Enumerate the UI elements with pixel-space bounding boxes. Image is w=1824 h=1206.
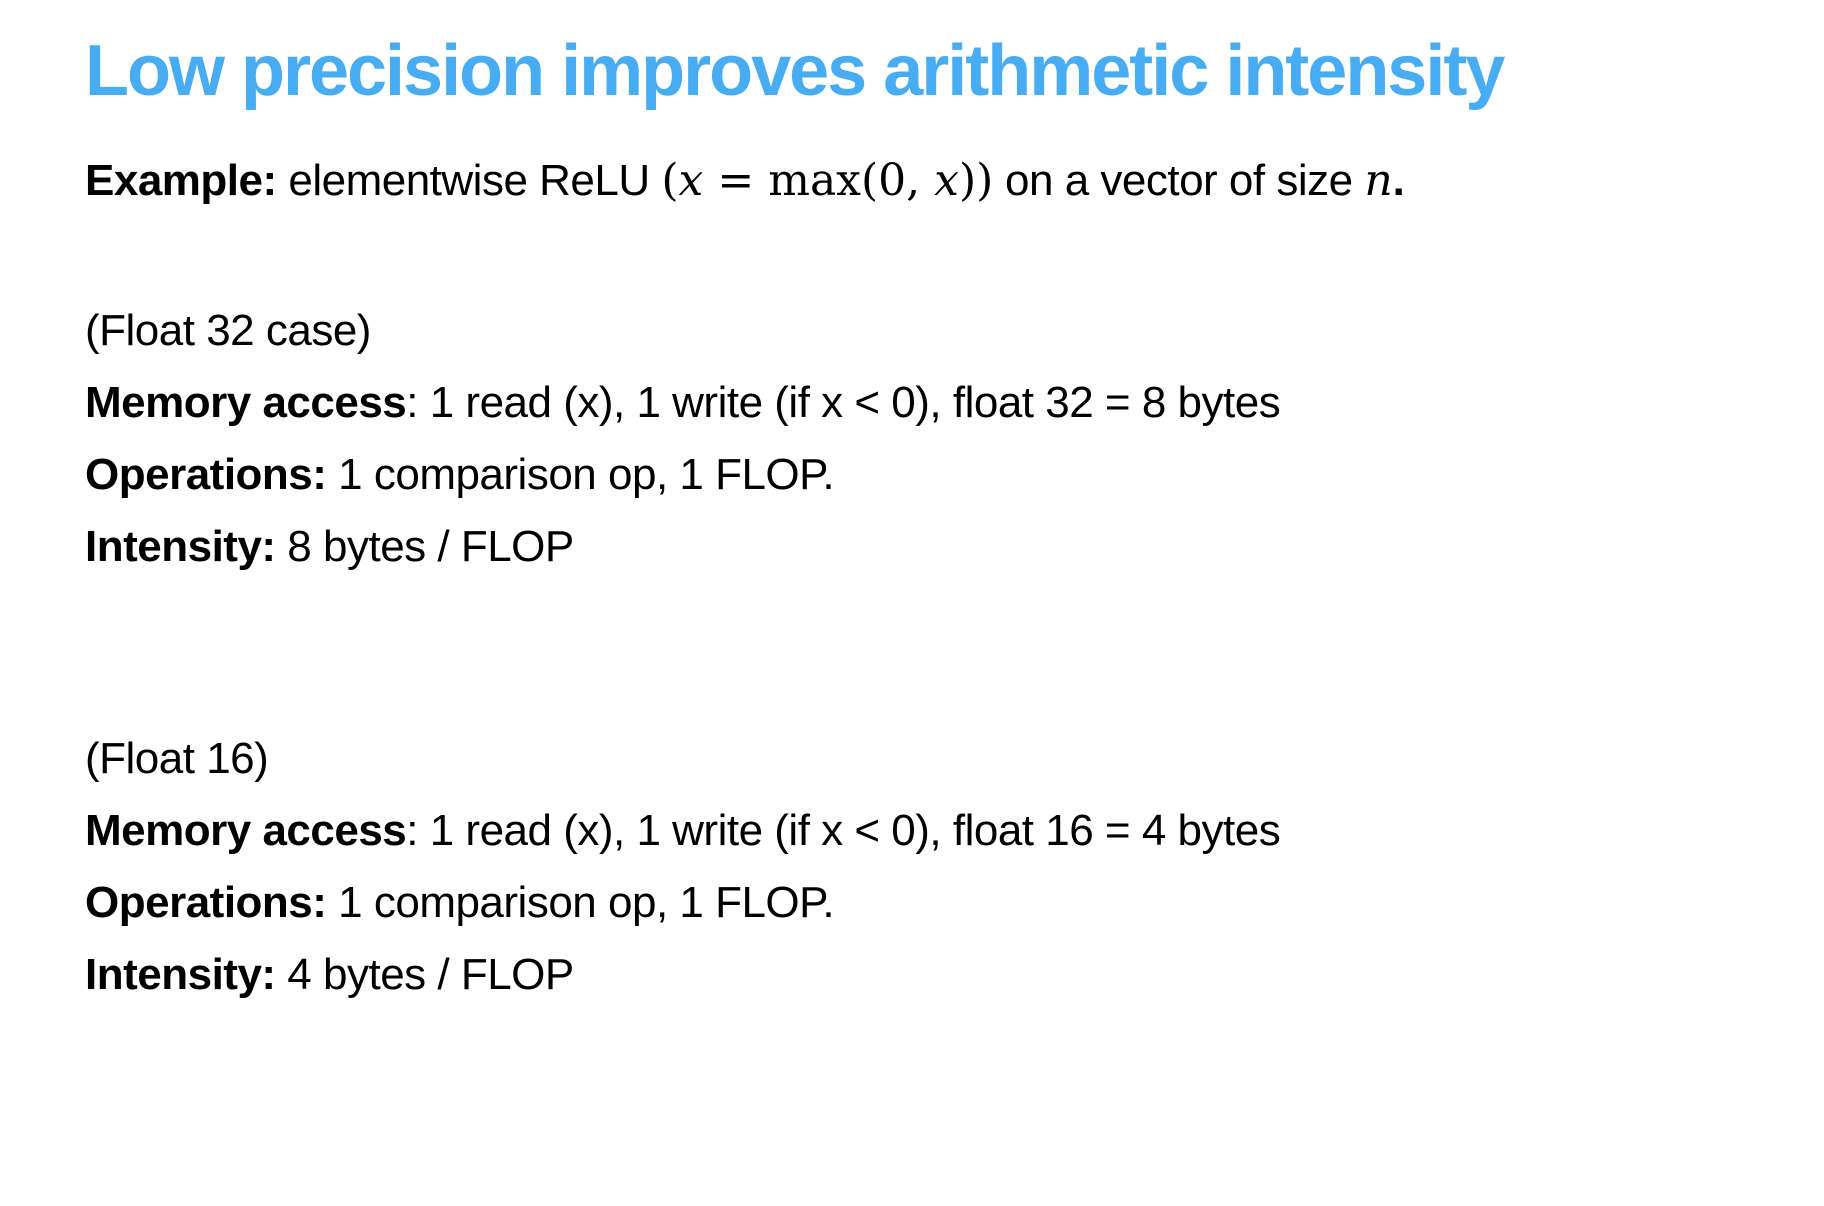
memory-access-text: : 1 read (x), 1 write (if x < 0), float … — [406, 805, 1281, 855]
float16-block: (Float 16) Memory access: 1 read (x), 1 … — [85, 723, 1744, 1011]
math-open-paren: ( — [661, 154, 679, 206]
memory-access-label: Memory access — [85, 805, 407, 855]
memory-access-label: Memory access — [85, 377, 407, 427]
operations-label: Operations: — [85, 877, 327, 927]
math-var-x: x — [678, 154, 704, 206]
math-expression: (x = max(0, x)) — [661, 155, 993, 206]
math-max-call: max(0, — [768, 154, 935, 206]
float32-memory-access-line: Memory access: 1 read (x), 1 write (if x… — [85, 367, 1744, 439]
intensity-label: Intensity: — [85, 949, 276, 999]
float16-memory-access-line: Memory access: 1 read (x), 1 write (if x… — [85, 795, 1744, 867]
memory-access-text: : 1 read (x), 1 write (if x < 0), float … — [406, 377, 1281, 427]
float16-heading: (Float 16) — [85, 733, 269, 783]
intensity-text: 8 bytes / FLOP — [275, 521, 574, 571]
math-close-parens: )) — [958, 154, 994, 206]
example-text-2: on a vector of size — [993, 155, 1365, 205]
example-line: Example: elementwise ReLU (x = max(0, x)… — [85, 151, 1744, 211]
float32-block: (Float 32 case) Memory access: 1 read (x… — [85, 295, 1744, 583]
math-var-n: n — [1364, 154, 1393, 206]
float32-heading: (Float 32 case) — [85, 305, 371, 355]
float32-intensity-line: Intensity: 8 bytes / FLOP — [85, 511, 1744, 583]
example-period: . — [1392, 155, 1405, 205]
operations-text: 1 comparison op, 1 FLOP. — [326, 449, 835, 499]
slide-title: Low precision improves arithmetic intens… — [85, 31, 1505, 111]
float16-operations-line: Operations: 1 comparison op, 1 FLOP. — [85, 867, 1744, 939]
math-equals: = — [703, 154, 769, 206]
example-text-1: elementwise ReLU — [276, 155, 662, 205]
float16-intensity-line: Intensity: 4 bytes / FLOP — [85, 939, 1744, 1011]
operations-text: 1 comparison op, 1 FLOP. — [326, 877, 835, 927]
float32-operations-line: Operations: 1 comparison op, 1 FLOP. — [85, 439, 1744, 511]
example-label: Example: — [85, 155, 277, 205]
intensity-text: 4 bytes / FLOP — [275, 949, 574, 999]
intensity-label: Intensity: — [85, 521, 276, 571]
operations-label: Operations: — [85, 449, 327, 499]
math-var-x2: x — [934, 154, 959, 206]
